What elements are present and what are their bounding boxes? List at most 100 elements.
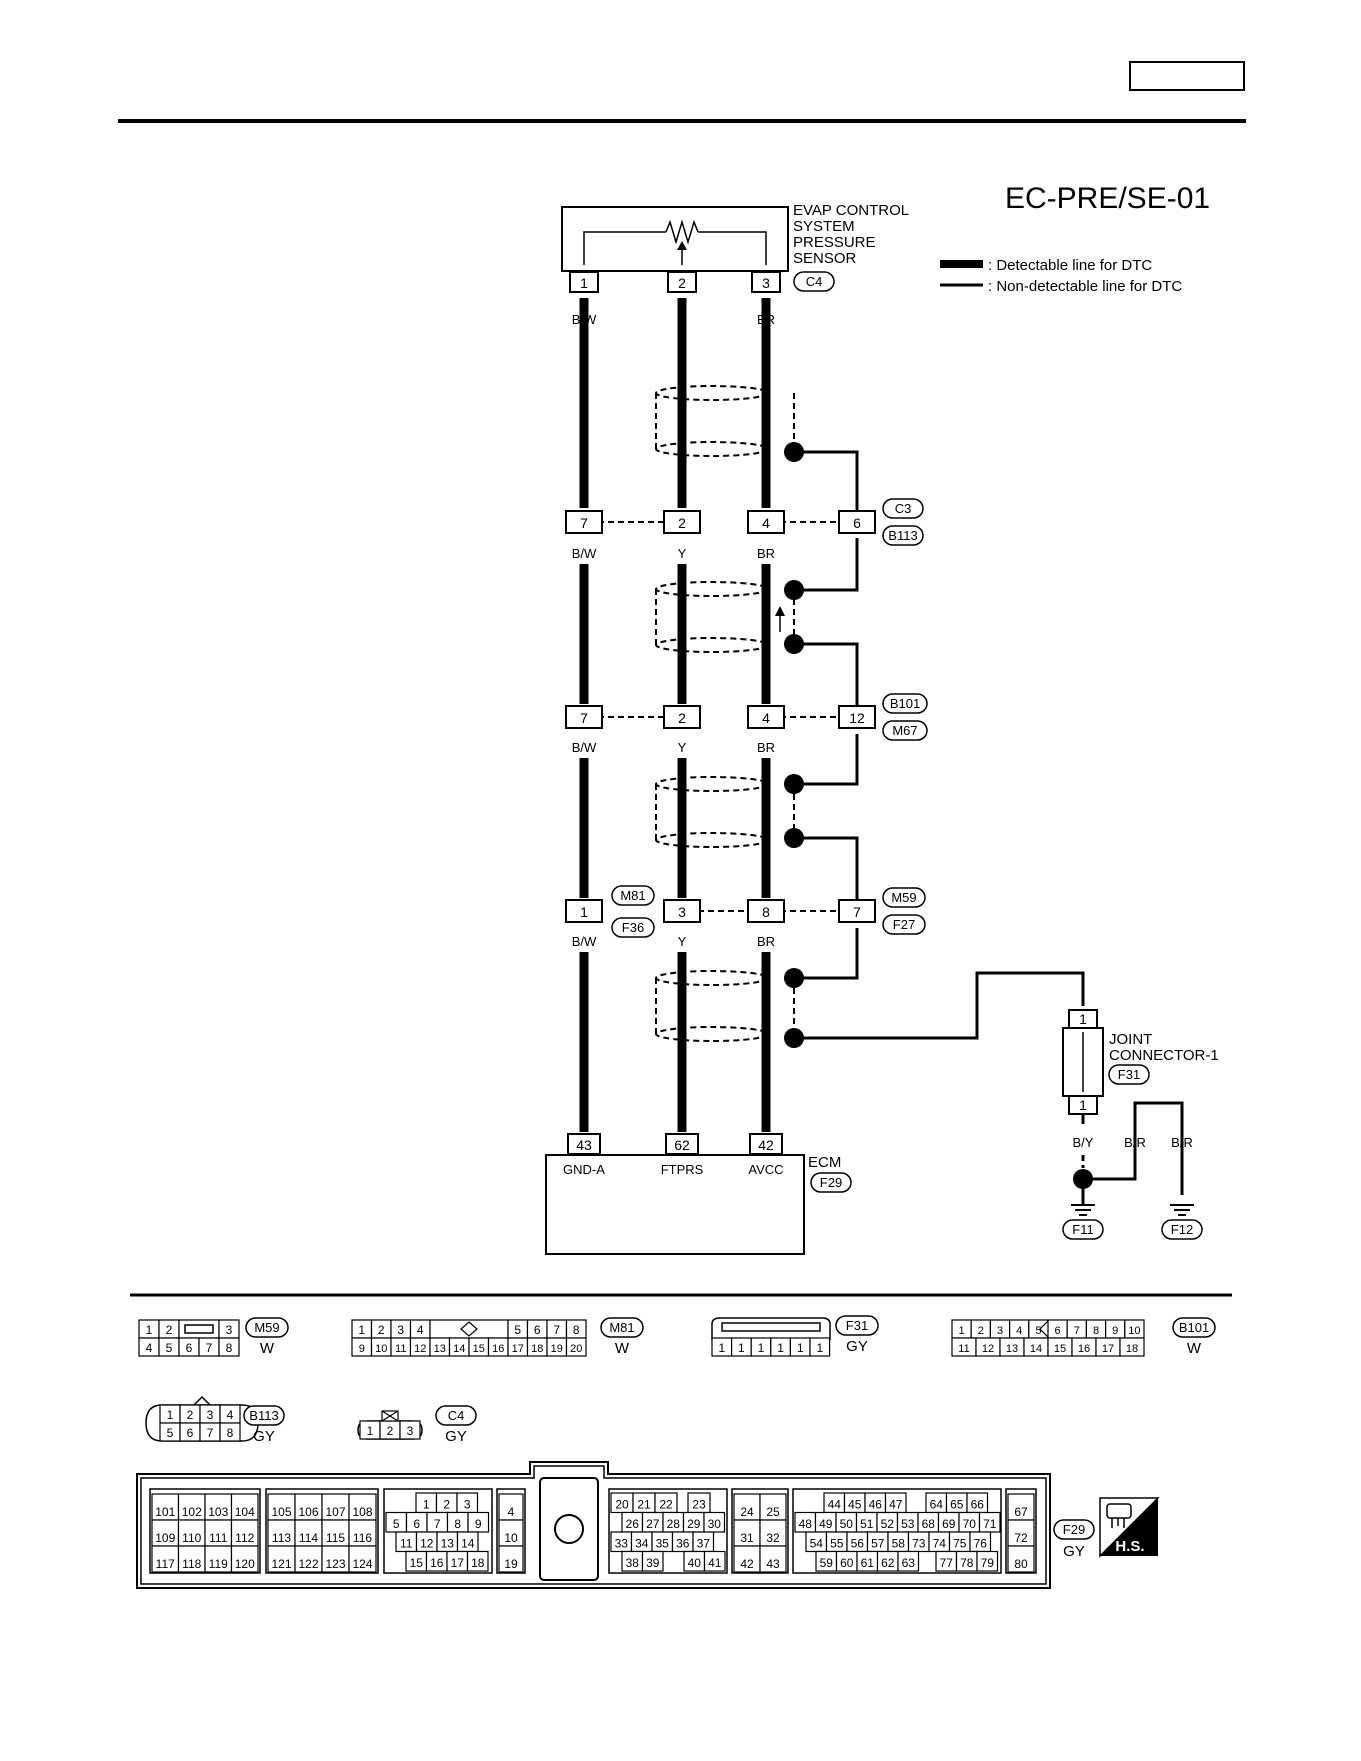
connector-pin-number: 4 [146, 1341, 153, 1355]
connector-pin-number: 71 [983, 1517, 997, 1531]
svg-text:43: 43 [576, 1137, 592, 1153]
connector-pin-number: 45 [848, 1498, 862, 1512]
connector-pin-number: 117 [156, 1557, 175, 1571]
connector-pin-number: 124 [352, 1557, 372, 1571]
connector-pin-number: 7 [1074, 1325, 1080, 1337]
svg-text:M59: M59 [891, 890, 916, 905]
svg-text:2: 2 [678, 275, 686, 291]
connector-pin-number: 3 [397, 1323, 404, 1337]
connector-pin-number: 19 [551, 1343, 563, 1355]
sensor-name-line-1: EVAP CONTROL [793, 202, 909, 219]
connector-id: B101 [1179, 1320, 1209, 1335]
svg-text:F29: F29 [1063, 1522, 1085, 1537]
shield-loops [655, 385, 795, 1042]
connector-pin-number: 59 [820, 1556, 834, 1570]
connector-pin-number: 6 [1055, 1325, 1061, 1337]
ecm-block: 43 62 42 GND-A FTPRS AVCC ECM F29 [545, 1133, 852, 1255]
connector-pin-number: 41 [708, 1556, 722, 1570]
svg-text:42: 42 [758, 1137, 774, 1153]
svg-text:62: 62 [674, 1137, 690, 1153]
connector-pin-number: 4 [417, 1323, 424, 1337]
connector-pin-number: 1 [167, 1408, 174, 1422]
wire-color-label: BR [757, 740, 775, 755]
connector-id: B113 [249, 1408, 278, 1423]
connector-pin-number: 8 [227, 1426, 234, 1440]
connector-pin-number: 12 [414, 1343, 426, 1355]
connector-pin-number: 42 [740, 1557, 754, 1571]
wire-color-label: Y [678, 934, 687, 949]
connector-pin-number: 17 [512, 1343, 524, 1355]
connector-pin-number: 5 [167, 1426, 174, 1440]
connector-pin-number: 56 [851, 1537, 865, 1551]
connector-pin-number: 58 [892, 1537, 906, 1551]
svg-text:GY: GY [1063, 1543, 1085, 1560]
connector-pin-number: 3 [407, 1424, 414, 1438]
connector-pin-number: 5 [1035, 1325, 1041, 1337]
svg-text:6: 6 [853, 515, 861, 531]
connector-pin-number: 24 [740, 1505, 754, 1519]
svg-text:JOINT: JOINT [1109, 1031, 1152, 1048]
connector-pin-number: 17 [451, 1556, 465, 1570]
diagram-code: EC-PRE/SE-01 [1005, 182, 1210, 215]
connector-pin-number: 31 [740, 1531, 754, 1545]
connector-pin-number: 33 [615, 1537, 629, 1551]
connector-pin-number: 16 [430, 1556, 444, 1570]
connector-pin-number: 107 [325, 1505, 345, 1519]
connector-pin-number: 2 [166, 1323, 173, 1337]
connector-pin-number: 77 [940, 1556, 954, 1570]
connector-pin-number: 9 [359, 1343, 365, 1355]
connector-pin-number: 1 [758, 1341, 765, 1355]
connector-pin-number: 108 [352, 1505, 372, 1519]
sensor-name-line-4: SENSOR [793, 250, 857, 267]
connector-pin-number: 50 [840, 1517, 854, 1531]
connector-pin-number: 54 [810, 1537, 824, 1551]
connector-pin-number: 65 [950, 1498, 964, 1512]
connector-pin-number: 5 [514, 1323, 521, 1337]
connector-pin-number: 21 [637, 1498, 651, 1512]
connector-pin-number: 48 [799, 1517, 813, 1531]
connector-pin-number: 35 [656, 1537, 670, 1551]
connector-color: GY [445, 1428, 467, 1445]
sensor-name-line-2: SYSTEM [793, 218, 855, 235]
connector-lock-icon [554, 1514, 584, 1544]
connector-pin-number: 15 [1054, 1343, 1066, 1355]
connector-pin-number: 37 [697, 1537, 711, 1551]
connector-pin-number: 61 [861, 1556, 875, 1570]
connector-pin-number: 39 [646, 1556, 660, 1570]
connector-pin-number: 14 [453, 1343, 465, 1355]
connector-pin-number: 15 [473, 1343, 485, 1355]
wire-color-label: BR [757, 546, 775, 561]
page-number-box [1129, 61, 1245, 91]
connector-pin-number: 7 [434, 1517, 441, 1531]
connector-pin-number: 105 [271, 1505, 291, 1519]
connector-pin-number: 8 [573, 1323, 580, 1337]
wire-color-label: Y [678, 546, 687, 561]
connector-pin-number: 6 [413, 1517, 420, 1531]
connector-pin-number: 64 [930, 1498, 944, 1512]
svg-text:B/R: B/R [1124, 1135, 1146, 1150]
connector-pin-number: 106 [298, 1505, 318, 1519]
wire-color-label: B/W [572, 934, 597, 949]
connector-pin-number: 27 [646, 1517, 660, 1531]
key-diamond-icon [460, 1321, 478, 1337]
connector-pin-number: 13 [434, 1343, 446, 1355]
connector-pin-number: 40 [688, 1556, 702, 1570]
connector-pin-number: 1 [358, 1323, 365, 1337]
connector-pin-number: 110 [182, 1531, 201, 1545]
svg-text:B/R: B/R [1171, 1135, 1193, 1150]
svg-text:F27: F27 [893, 917, 915, 932]
connector-pin-number: 10 [1128, 1325, 1140, 1337]
connector-pin-number: 2 [443, 1498, 450, 1512]
connector-pin-number: 26 [626, 1517, 640, 1531]
connector-pin-number: 18 [1126, 1343, 1138, 1355]
connector-pin-number: 70 [963, 1517, 977, 1531]
connector-pin-number: 114 [299, 1531, 318, 1545]
connector-color: W [615, 1340, 630, 1357]
connector-pin-number: 63 [902, 1556, 916, 1570]
svg-text:B/Y: B/Y [1073, 1135, 1094, 1150]
connector-pin-number: 20 [615, 1498, 629, 1512]
svg-text:2: 2 [678, 515, 686, 531]
